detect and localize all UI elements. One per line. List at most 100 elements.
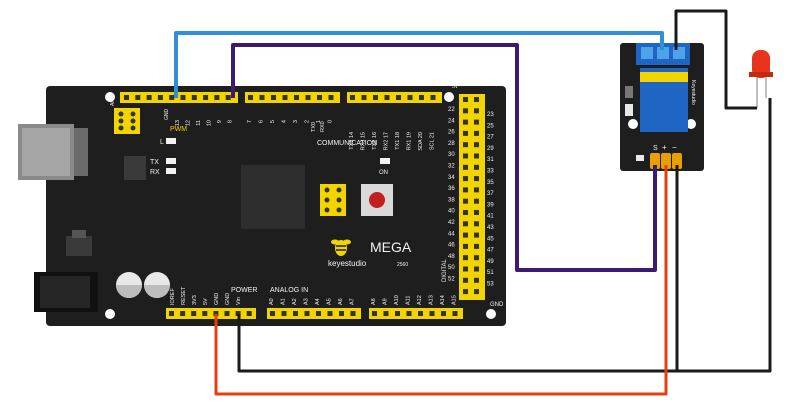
- header-pin[interactable]: [474, 176, 479, 182]
- header-pin[interactable]: [203, 95, 209, 100]
- header-pin[interactable]: [474, 119, 479, 125]
- header-pin[interactable]: [327, 311, 333, 316]
- header-pin[interactable]: [463, 153, 468, 159]
- header-pin[interactable]: [474, 289, 479, 295]
- header-pin[interactable]: [225, 95, 231, 100]
- header-pin[interactable]: [169, 95, 175, 100]
- header-pin[interactable]: [463, 255, 468, 261]
- pin-label: 31: [487, 157, 494, 163]
- digital-label: DIGITAL: [442, 258, 448, 282]
- header-pin[interactable]: [452, 311, 458, 316]
- header-pin[interactable]: [474, 243, 479, 249]
- header-pin[interactable]: [180, 95, 186, 100]
- header-pin[interactable]: [474, 153, 479, 159]
- header-pin[interactable]: [474, 187, 479, 193]
- header-pin[interactable]: [463, 130, 468, 136]
- header-pin[interactable]: [474, 221, 479, 227]
- header-pin[interactable]: [463, 210, 468, 215]
- header-pin[interactable]: [418, 311, 423, 316]
- header-pin[interactable]: [248, 95, 253, 100]
- header-pin[interactable]: [463, 221, 468, 227]
- usb-connector-icon: [18, 124, 88, 180]
- header-pin[interactable]: [328, 95, 334, 100]
- header-pin[interactable]: [474, 266, 479, 272]
- header-pin[interactable]: [373, 95, 378, 100]
- header-pin[interactable]: [294, 95, 299, 100]
- relay-pin-minus[interactable]: [672, 153, 682, 169]
- header-pin[interactable]: [463, 289, 468, 295]
- header-pin[interactable]: [214, 95, 220, 100]
- header-pin[interactable]: [441, 311, 446, 316]
- header-pin[interactable]: [339, 311, 344, 316]
- header-pin[interactable]: [463, 108, 468, 114]
- header-pin[interactable]: [259, 95, 265, 100]
- header-pin[interactable]: [202, 311, 208, 316]
- header-pin[interactable]: [224, 311, 230, 316]
- relay-pin-s[interactable]: [650, 153, 660, 169]
- header-pin[interactable]: [361, 95, 367, 100]
- header-pin[interactable]: [304, 311, 310, 316]
- header-pin[interactable]: [463, 277, 468, 283]
- mounting-hole: [105, 92, 115, 102]
- header-pin[interactable]: [474, 232, 479, 238]
- header-pin[interactable]: [463, 97, 468, 102]
- header-pin[interactable]: [474, 277, 479, 283]
- pin-label: A14: [440, 295, 446, 305]
- header-pin[interactable]: [191, 95, 197, 100]
- header-pin[interactable]: [135, 95, 141, 100]
- header-pin[interactable]: [429, 311, 435, 316]
- header-pin[interactable]: [124, 95, 129, 100]
- header-pin[interactable]: [406, 311, 412, 316]
- header-pin[interactable]: [213, 311, 219, 316]
- header-pin[interactable]: [407, 95, 413, 100]
- header-pin[interactable]: [395, 311, 400, 316]
- header-pin[interactable]: [383, 311, 389, 316]
- header-pin[interactable]: [463, 119, 468, 125]
- header-pin[interactable]: [463, 187, 468, 193]
- header-pin[interactable]: [235, 311, 241, 316]
- header-pin[interactable]: [282, 95, 288, 100]
- header-pin[interactable]: [271, 95, 276, 100]
- header-pin[interactable]: [169, 311, 174, 316]
- reset-button-icon[interactable]: [361, 184, 393, 216]
- header-pin[interactable]: [396, 95, 401, 100]
- pin-label: 46: [448, 243, 455, 249]
- header-pin[interactable]: [474, 130, 479, 136]
- header-pin[interactable]: [419, 95, 424, 100]
- header-pin[interactable]: [157, 95, 163, 100]
- header-pin[interactable]: [317, 95, 322, 100]
- header-pin[interactable]: [191, 311, 197, 316]
- header-pin[interactable]: [474, 164, 479, 170]
- header-pin[interactable]: [474, 198, 479, 204]
- header-pin[interactable]: [463, 142, 468, 148]
- header-pin[interactable]: [463, 176, 468, 182]
- pin-label: 27: [487, 135, 494, 141]
- header-pin[interactable]: [270, 311, 275, 316]
- header-pin[interactable]: [146, 95, 152, 100]
- header-pin[interactable]: [474, 97, 479, 102]
- header-pin[interactable]: [350, 95, 355, 100]
- header-pin[interactable]: [293, 311, 298, 316]
- header-pin[interactable]: [463, 164, 468, 170]
- header-pin[interactable]: [281, 311, 287, 316]
- relay-hole: [686, 119, 696, 129]
- header-pin[interactable]: [463, 198, 468, 204]
- header-pin[interactable]: [350, 311, 356, 316]
- header-pin[interactable]: [474, 108, 479, 114]
- wire-black-gnd: [237, 98, 772, 373]
- header-pin[interactable]: [463, 266, 468, 272]
- relay-brand-label: Keyestudio: [690, 80, 696, 105]
- header-pin[interactable]: [305, 95, 311, 100]
- header-pin[interactable]: [246, 311, 252, 316]
- header-pin[interactable]: [463, 232, 468, 238]
- header-pin[interactable]: [474, 255, 479, 261]
- header-pin[interactable]: [474, 210, 479, 215]
- header-pin[interactable]: [372, 311, 377, 316]
- header-pin[interactable]: [316, 311, 321, 316]
- relay-pin-plus[interactable]: [661, 153, 671, 169]
- header-pin[interactable]: [463, 243, 468, 249]
- header-pin[interactable]: [384, 95, 390, 100]
- header-pin[interactable]: [430, 95, 436, 100]
- header-pin[interactable]: [474, 142, 479, 148]
- header-pin[interactable]: [180, 311, 186, 316]
